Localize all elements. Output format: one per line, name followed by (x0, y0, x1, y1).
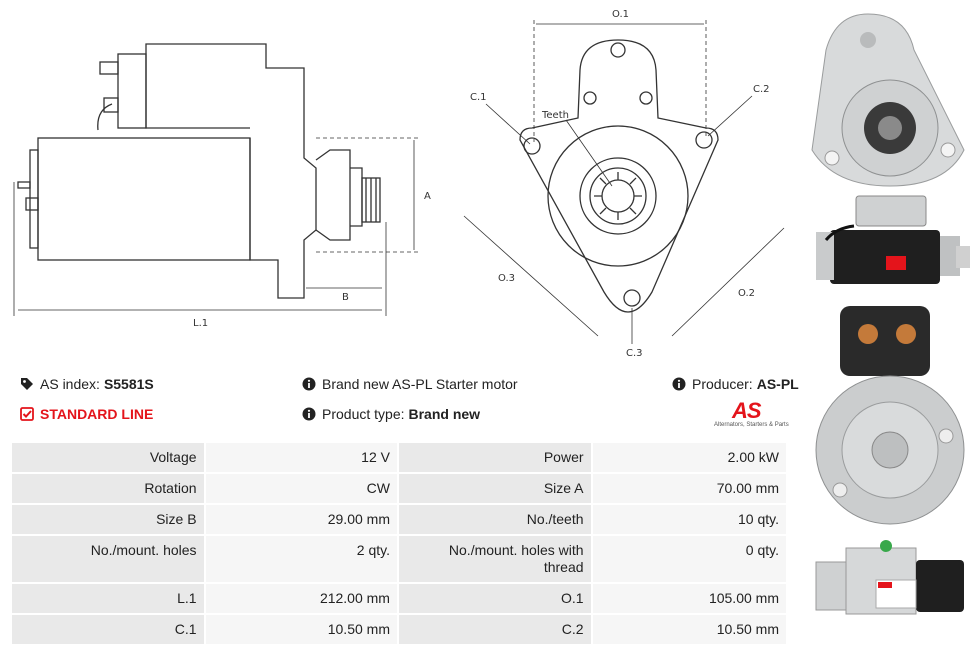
spec-value: 10.50 mm (590, 613, 789, 646)
spec-label: O.1 (396, 582, 593, 615)
as-pl-logo: AS Alternators, Starters & Parts (712, 398, 792, 434)
technical-drawing: A B L.1 O.1 O.2 O.3 C.1 C.2 C.3 Teeth (13, 9, 785, 359)
front-view-drawing (519, 39, 719, 313)
starter-side-photo (816, 195, 970, 284)
logo-tagline: Alternators, Starters & Parts (714, 422, 789, 428)
dim-l1-label: L.1 (193, 318, 208, 329)
product-type-label: Product type: (322, 406, 405, 422)
logo-mark: AS (732, 398, 762, 423)
table-row: Voltage 12 V Power 2.00 kW (10, 441, 789, 474)
product-type-value: Brand new (408, 406, 481, 422)
starter-rear-photo (815, 306, 965, 525)
table-row: Size B 29.00 mm No./teeth 10 qty. (10, 503, 789, 536)
table-row: C.1 10.50 mm C.2 10.50 mm (10, 613, 789, 646)
spec-label: L.1 (10, 582, 206, 615)
product-type: Product type: Brand new (302, 406, 480, 422)
description-text: Brand new AS-PL Starter motor (322, 376, 518, 392)
dim-c1-label: C.1 (470, 92, 487, 103)
spec-label: Rotation (10, 472, 206, 505)
spec-value: CW (203, 472, 399, 505)
starter-front-photo (811, 13, 965, 187)
spec-value: 212.00 mm (203, 582, 399, 615)
info-icon (302, 407, 316, 421)
spec-value: 105.00 mm (590, 582, 789, 615)
table-row: Rotation CW Size A 70.00 mm (10, 472, 789, 505)
as-index-label: AS index: (40, 376, 100, 392)
dim-c2-label: C.2 (753, 84, 770, 95)
product-photos (811, 13, 970, 615)
spec-value: 10.50 mm (203, 613, 399, 646)
check-square-icon (20, 407, 34, 421)
dim-o1-label: O.1 (612, 9, 629, 20)
producer-value: AS-PL (756, 376, 799, 392)
spec-value: 70.00 mm (590, 472, 789, 505)
teeth-label: Teeth (541, 110, 569, 121)
spec-label: No./mount. holes with thread (396, 534, 593, 584)
table-row: No./mount. holes 2 qty. No./mount. holes… (10, 534, 789, 584)
spec-value: 29.00 mm (203, 503, 399, 536)
spec-label: C.1 (10, 613, 206, 646)
dim-o3-label: O.3 (498, 273, 515, 284)
info-icon (302, 377, 316, 391)
dim-c3-label: C.3 (626, 348, 643, 359)
starter-label-photo (815, 540, 964, 615)
description: Brand new AS-PL Starter motor (302, 376, 518, 392)
tag-icon (21, 378, 33, 390)
standard-line-label: STANDARD LINE (40, 406, 154, 422)
table-row: L.1 212.00 mm O.1 105.00 mm (10, 582, 789, 615)
spec-value: 10 qty. (590, 503, 789, 536)
spec-label: Power (396, 441, 593, 474)
spec-label: Size B (10, 503, 206, 536)
spec-label: C.2 (396, 613, 593, 646)
spec-value: 12 V (203, 441, 399, 474)
specs-table: Voltage 12 V Power 2.00 kW Rotation CW S… (10, 441, 789, 646)
spec-value: 2.00 kW (590, 441, 789, 474)
producer: Producer: AS-PL (672, 376, 799, 392)
standard-line: STANDARD LINE (20, 406, 153, 422)
producer-label: Producer: (692, 376, 753, 392)
spec-label: Size A (396, 472, 593, 505)
side-view-drawing (17, 43, 381, 299)
spec-label: No./mount. holes (10, 534, 206, 584)
info-icon (672, 377, 686, 391)
dim-a-label: A (424, 191, 431, 202)
spec-value: 2 qty. (203, 534, 399, 584)
as-index: AS index: S5581S (20, 376, 154, 392)
spec-value: 0 qty. (590, 534, 789, 584)
spec-label: No./teeth (396, 503, 593, 536)
dim-b-label: B (342, 292, 349, 303)
as-index-value: S5581S (103, 376, 154, 392)
spec-label: Voltage (10, 441, 206, 474)
dim-o2-label: O.2 (738, 288, 755, 299)
